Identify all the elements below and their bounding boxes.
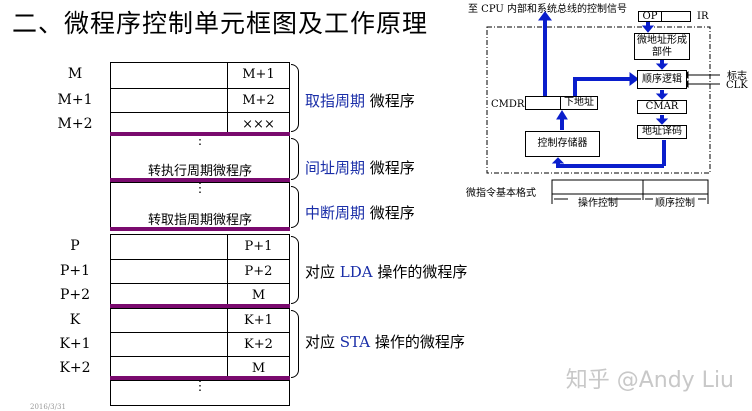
address-label: M+2 [57,116,93,132]
label-key: 间址周期 [305,159,366,177]
next-address-field: 下地址 [560,96,598,110]
label-text: 操作的微程序 [370,333,465,351]
next-address-cell: M+2 [227,88,290,113]
cmdr-register [525,96,561,110]
format-label: 微指令基本格式 [466,188,536,199]
control-memory: 控制存储器 [525,131,600,157]
micro-address-unit: 微地址形成部件 [634,33,690,60]
brace [291,138,299,180]
watermark: 知乎 @Andy Liu [565,368,734,393]
label-key: 中断周期 [305,204,366,222]
brace [291,236,299,304]
address-label: K [69,312,81,328]
top-label: 至 CPU 内部和系统总线的控制信号 [468,4,627,15]
ellipsis-icon: ⋮ [193,379,207,394]
flag-label: 标志 [727,71,747,82]
label-lda: 对应 LDA 操作的微程序 [305,261,467,282]
next-address-cell: M [227,283,290,306]
operation-control-label: 操作控制 [578,198,618,209]
label-fetch: 取指周期 微程序 [305,90,415,111]
section-divider [110,227,290,231]
label-text: 微程序 [365,159,415,177]
address-label: P [70,238,80,254]
table-cell-content [110,88,228,113]
label-text: 微程序 [365,204,415,222]
address-decoder: 地址译码 [637,125,687,139]
brace [291,310,299,378]
label-key: LDA [339,263,373,281]
label-text: 操作的微程序 [372,263,468,281]
brace [291,64,299,132]
sequence-control-label: 顺序控制 [655,198,695,209]
table-cell-content [110,308,228,333]
brace [291,186,299,228]
section-divider [110,304,290,308]
block-text: 转取指周期微程序 [147,213,252,228]
sequence-logic: 顺序逻辑 [637,70,687,89]
next-address-cell: P+1 [227,234,290,260]
table-cell-content [110,234,228,260]
address-label: K+1 [59,336,91,352]
ir-label: IR [697,11,709,22]
label-sta: 对应 STA 操作的微程序 [305,331,465,352]
clk-label: CLK [726,80,748,91]
address-label: M [67,66,83,82]
ir-field [661,11,691,22]
block-text: 转执行周期微程序 [147,164,252,179]
table-cell-content [110,332,228,357]
label-text: 对应 [305,333,340,351]
label-interrupt: 中断周期 微程序 [305,202,415,223]
next-address-cell: K+1 [227,308,290,333]
table-block [110,380,290,406]
section-divider [110,178,290,182]
label-indirect: 间址周期 微程序 [305,157,415,178]
section-divider [110,376,290,380]
label-text: 微程序 [365,92,415,110]
cmar-register: CMAR [637,100,687,114]
ellipsis-icon: ⋮ [193,133,207,148]
footer-date: 2016/3/31 [30,403,66,411]
address-label: P+1 [59,263,91,279]
page-title: 二、微程序控制单元框图及工作原理 [12,9,429,38]
label-text: 对应 [305,263,340,281]
address-label: K+2 [59,360,91,376]
label-key: STA [339,333,371,351]
next-address-cell: P+2 [227,259,290,284]
op-field: OP [638,11,662,22]
next-address-cell: M+1 [227,62,290,89]
next-address-cell: K+2 [227,332,290,357]
address-label: M+1 [57,92,93,108]
table-cell-content [110,62,228,89]
label-key: 取指周期 [305,92,366,110]
cmdr-label: CMDR [491,99,525,110]
table-cell-content [110,259,228,284]
ellipsis-icon: ⋮ [193,181,207,196]
table-cell-content [110,283,228,306]
section-divider [110,132,290,136]
address-label: P+2 [59,287,91,303]
